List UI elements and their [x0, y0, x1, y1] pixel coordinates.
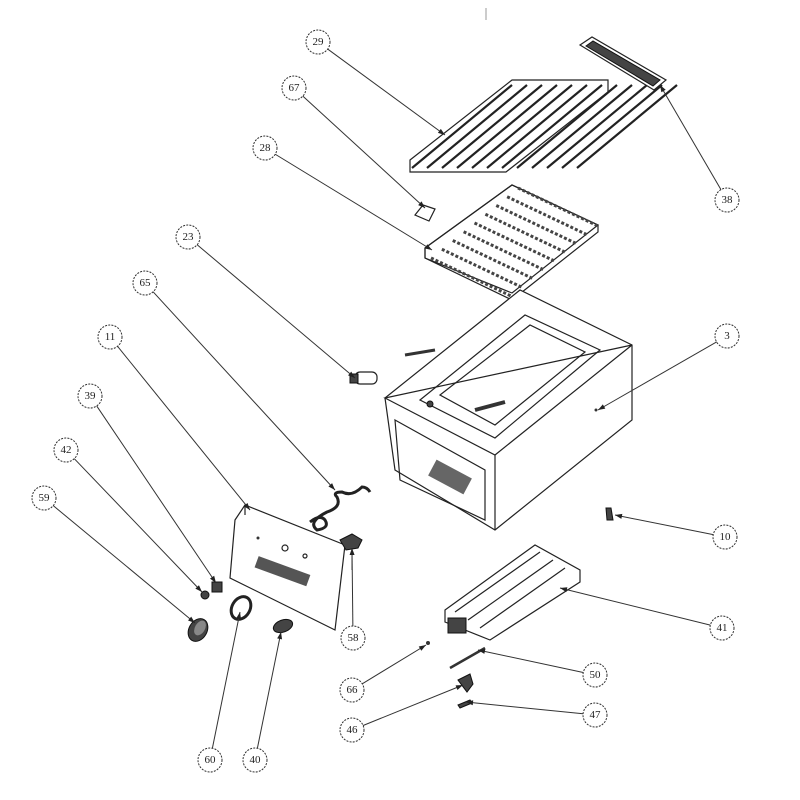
arrowhead-icon [598, 404, 606, 410]
leader-line [327, 48, 446, 136]
leader-line [96, 405, 217, 584]
leader-line [117, 346, 251, 511]
callout-10: 10 [614, 513, 738, 550]
part-small-fitting [200, 590, 210, 600]
callout-number: 10 [720, 531, 732, 543]
leader-line [52, 505, 196, 624]
callout-number: 65 [140, 277, 152, 289]
part-front-panel [229, 504, 346, 631]
arrowhead-icon [236, 612, 242, 620]
callout-65: 65 [132, 270, 336, 491]
callout-67: 67 [281, 75, 426, 209]
arrowhead-icon [424, 244, 432, 250]
leader-line [351, 547, 354, 627]
callout-38: 38 [659, 84, 740, 213]
arrowhead-icon [478, 649, 486, 654]
callout-number: 50 [590, 669, 602, 681]
callout-42: 42 [53, 437, 203, 593]
callout-number: 38 [722, 194, 734, 206]
arrowhead-icon [328, 483, 335, 490]
part-igniter [457, 673, 474, 693]
arrowhead-icon [277, 632, 283, 640]
callout-39: 39 [77, 383, 217, 584]
part-lower-grate [424, 184, 600, 301]
arrowhead-icon [210, 575, 216, 583]
callout-60: 60 [197, 611, 242, 773]
part-grease-strip [578, 36, 668, 91]
leader-line [614, 514, 714, 536]
leader-line [361, 644, 427, 685]
callout-40: 40 [242, 631, 283, 773]
callout-number: 3 [724, 330, 730, 342]
part-connector [349, 371, 378, 385]
callout-66: 66 [339, 644, 427, 703]
callout-number: 46 [347, 724, 359, 736]
leader-line [597, 341, 717, 411]
arrowhead-icon [349, 548, 355, 556]
callout-47: 47 [465, 700, 608, 728]
arrowhead-icon [188, 616, 195, 623]
callout-number: 40 [250, 754, 262, 766]
callout-number: 60 [205, 754, 217, 766]
arrowhead-icon [243, 502, 250, 510]
arrowhead-icon [437, 128, 445, 135]
callout-3: 3 [597, 323, 740, 411]
callout-number: 47 [590, 709, 602, 721]
callout-41: 41 [559, 587, 735, 641]
part-rod [449, 646, 486, 670]
callout-number: 23 [183, 231, 195, 243]
arrowhead-icon [418, 201, 425, 208]
part-button [272, 618, 294, 634]
callout-58: 58 [340, 547, 366, 651]
leader-line [211, 611, 241, 749]
leader-line [302, 95, 426, 209]
callout-number: 58 [348, 632, 360, 644]
callout-28: 28 [252, 135, 433, 251]
part-top-grate [409, 79, 678, 173]
leader-line [73, 458, 203, 593]
callout-number: 39 [85, 390, 97, 402]
callout-29: 29 [305, 29, 446, 136]
arrowhead-icon [455, 685, 463, 690]
part-gas-tube [309, 485, 372, 532]
leader-line [362, 684, 464, 726]
part-knob [187, 618, 209, 642]
callout-number: 42 [61, 444, 72, 456]
callout-number: 59 [39, 492, 51, 504]
leader-line [659, 84, 722, 190]
leader-line [465, 701, 584, 715]
leader-line [274, 153, 433, 251]
arrowhead-icon [560, 587, 568, 593]
callout-number: 66 [347, 684, 359, 696]
part-screw [605, 507, 614, 521]
arrowhead-icon [348, 371, 355, 378]
part-pin [426, 641, 430, 645]
callout-number: 41 [717, 622, 728, 634]
arrowhead-icon [660, 85, 666, 93]
arrowhead-icon [615, 513, 623, 519]
callout-59: 59 [31, 485, 196, 624]
leader-line [559, 587, 711, 626]
arrowhead-icon [195, 585, 202, 592]
callout-46: 46 [339, 684, 464, 743]
leader-line [477, 649, 584, 673]
leader-line [196, 244, 356, 379]
callout-number: 67 [289, 82, 301, 94]
part-small-block [414, 204, 436, 222]
callout-number: 28 [260, 142, 272, 154]
arrowhead-icon [418, 645, 426, 651]
callout-number: 29 [313, 36, 325, 48]
callout-50: 50 [477, 649, 608, 688]
part-valve-stem [211, 581, 223, 593]
part-burner [444, 544, 581, 641]
callout-23: 23 [175, 224, 356, 379]
callout-11: 11 [97, 324, 251, 511]
part-knob-ring [229, 595, 253, 621]
part-main-body [383, 289, 633, 531]
arrowhead-icon [466, 700, 474, 706]
leader-line [256, 631, 282, 749]
callout-number: 11 [105, 331, 116, 343]
leader-line [152, 291, 336, 491]
